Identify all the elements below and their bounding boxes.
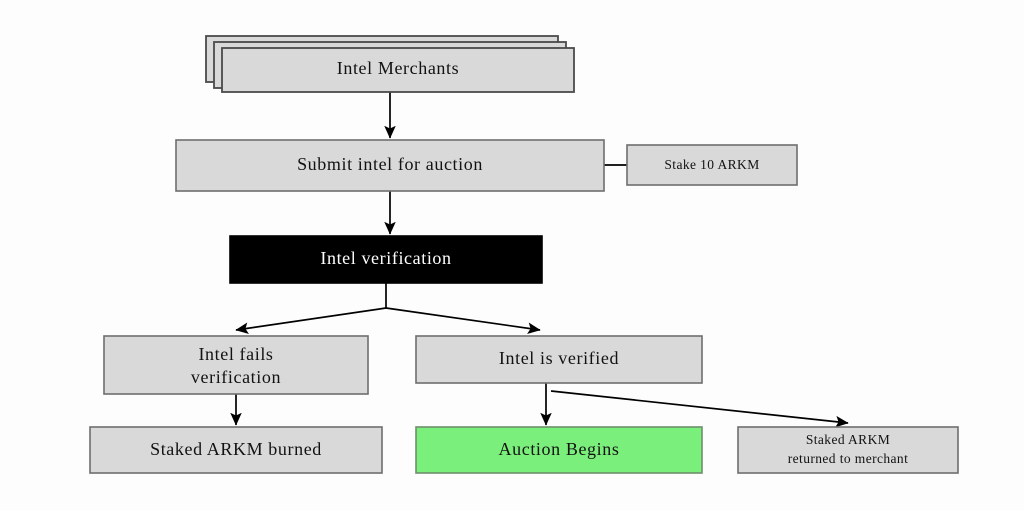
node-intel-verification-box [229,235,543,284]
edge-verification-to-fails [235,307,387,334]
node-staked-arkm-returned-box [737,426,959,474]
node-submit-intel-box [175,139,605,192]
edge-verified-to-returned [550,390,849,428]
node-staked-arkm-returned-label-line1: Staked ARKM [806,432,890,447]
node-auction-begins[interactable]: Auction Begins [415,426,703,474]
node-intel-merchants-label: Intel Merchants [337,58,459,78]
node-intel-merchants[interactable]: Intel Merchants [205,35,575,93]
node-intel-verification[interactable]: Intel verification [229,235,543,284]
node-intel-is-verified[interactable]: Intel is verified [415,335,703,384]
node-submit-intel-label: Submit intel for auction [297,154,483,174]
node-intel-fails-verification-box [103,335,369,395]
node-staked-arkm-burned[interactable]: Staked ARKM burned [89,426,383,474]
node-staked-arkm-returned[interactable]: Staked ARKM returned to merchant [737,426,959,474]
edge-verification-to-verified [385,307,541,334]
node-stake-arkm[interactable]: Stake 10 ARKM [626,144,798,186]
node-staked-arkm-burned-box [89,426,383,474]
node-auction-begins-box [415,426,703,474]
node-intel-fails-verification-label-line1: Intel fails [198,344,273,364]
node-stake-arkm-label: Stake 10 ARKM [664,157,759,172]
node-submit-intel[interactable]: Submit intel for auction [175,139,605,192]
node-auction-begins-label: Auction Begins [499,439,620,459]
node-intel-verification-label: Intel verification [320,248,451,268]
node-intel-fails-verification[interactable]: Intel fails verification [103,335,369,395]
node-intel-fails-verification-label-line2: verification [191,367,281,387]
node-intel-is-verified-label: Intel is verified [499,348,619,368]
node-intel-is-verified-box [415,335,703,384]
node-staked-arkm-returned-label-line2: returned to merchant [788,451,908,466]
node-stake-arkm-box [626,144,798,186]
node-intel-merchants-box [221,47,575,93]
node-staked-arkm-burned-label: Staked ARKM burned [150,439,322,459]
